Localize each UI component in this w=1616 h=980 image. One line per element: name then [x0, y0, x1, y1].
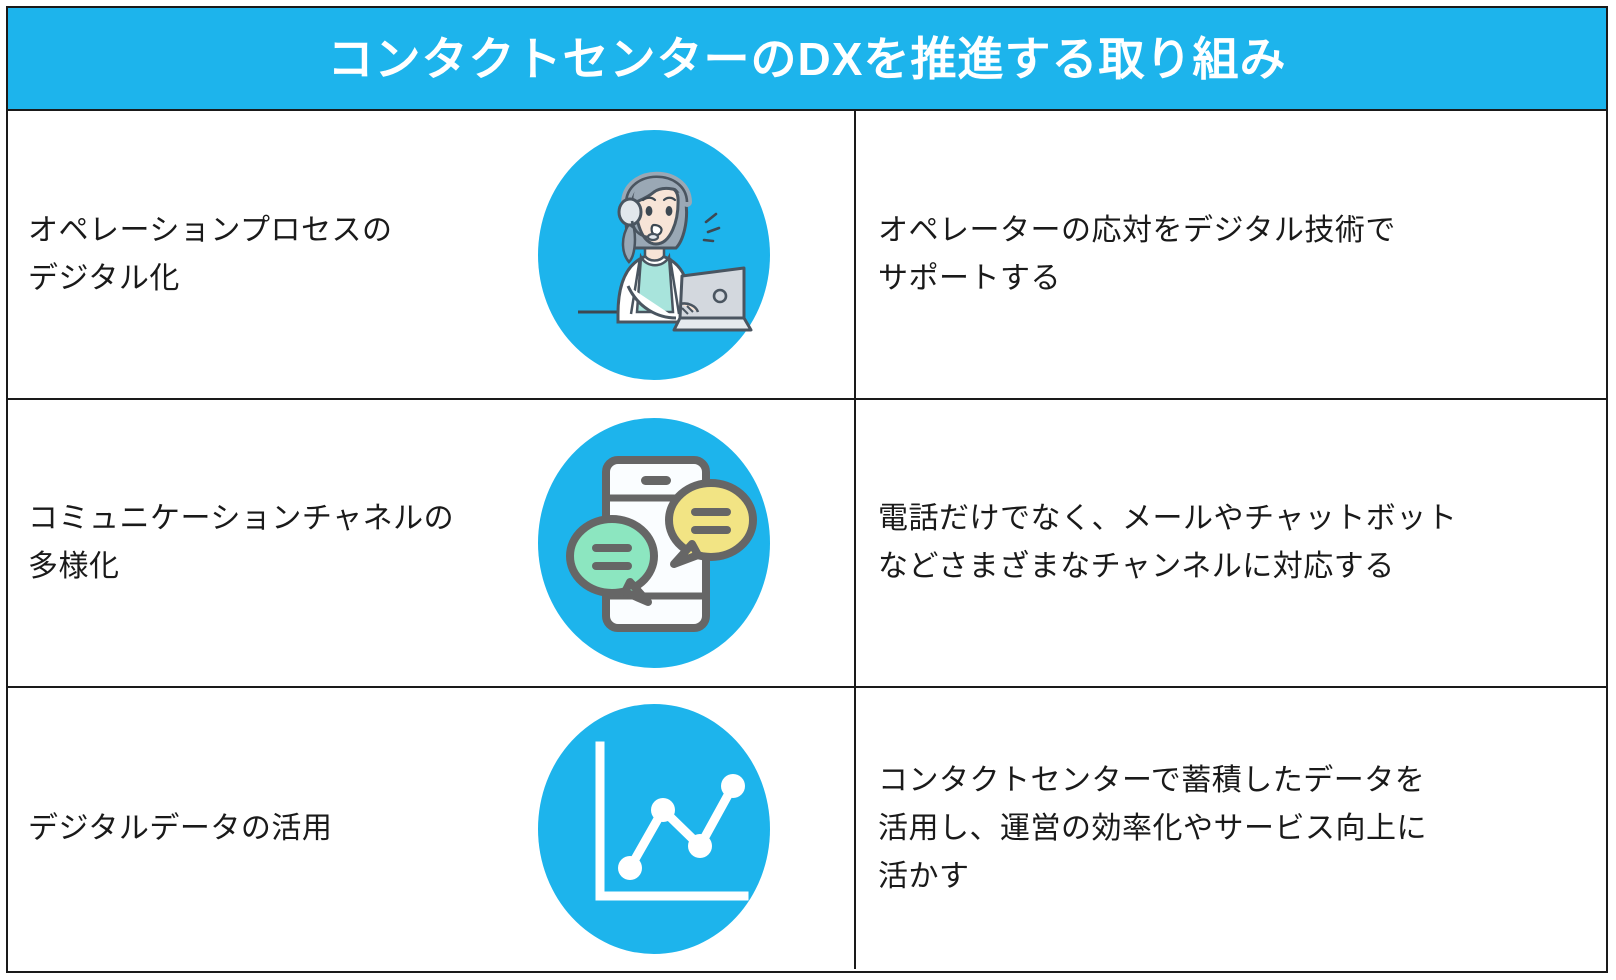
table-row: デジタルデータの活用: [8, 688, 1606, 969]
page-title-band: コンタクトセンターのDXを推進する取り組み: [6, 6, 1608, 111]
line-chart-icon: [530, 700, 778, 958]
row-3-desc-line2: 活用し、運営の効率化やサービス向上に: [878, 811, 1427, 845]
row-2-description-cell: 電話だけでなく、メールやチャットボット などさまざまなチャンネルに対応する: [856, 400, 1606, 686]
row-3-description-cell: コンタクトセンターで蓄積したデータを 活用し、運営の効率化やサービス向上に 活か…: [856, 688, 1606, 969]
row-3-label-cell: デジタルデータの活用: [8, 688, 856, 969]
row-1-label: オペレーションプロセスの デジタル化: [8, 207, 393, 303]
row-1-label-cell: オペレーションプロセスの デジタル化: [8, 111, 856, 398]
row-3-label: デジタルデータの活用: [8, 805, 332, 853]
row-3-desc-line3: 活かす: [878, 859, 970, 893]
row-3-description: コンタクトセンターで蓄積したデータを 活用し、運営の効率化やサービス向上に 活か…: [878, 757, 1427, 901]
row-2-label-cell: コミュニケーションチャネルの 多様化: [8, 400, 856, 686]
row-3-label-line1: デジタルデータの活用: [28, 811, 333, 845]
row-2-desc-line1: 電話だけでなく、メールやチャットボット: [878, 502, 1458, 535]
table-row: コミュニケーションチャネルの 多様化: [8, 400, 1606, 688]
operator-headset-laptop-icon: [530, 126, 778, 384]
row-2-label-line1: コミュニケーションチャネルの: [28, 502, 455, 535]
row-1-label-line2: デジタル化: [28, 261, 180, 295]
row-2-label-line2: 多様化: [28, 550, 120, 583]
row-3-desc-line1: コンタクトセンターで蓄積したデータを: [878, 763, 1426, 797]
page-title: コンタクトセンターのDXを推進する取り組み: [327, 32, 1287, 85]
initiatives-table: オペレーションプロセスの デジタル化: [6, 111, 1608, 973]
row-1-desc-line1: オペレーターの応対をデジタル技術で: [878, 213, 1396, 247]
table-row: オペレーションプロセスの デジタル化: [8, 111, 1606, 400]
row-2-desc-line2: などさまざまなチャンネルに対応する: [878, 550, 1395, 583]
row-2-label: コミュニケーションチャネルの 多様化: [8, 495, 454, 591]
row-1-description-cell: オペレーターの応対をデジタル技術で サポートする: [856, 111, 1606, 398]
row-1-desc-line2: サポートする: [878, 261, 1061, 295]
row-1-label-line1: オペレーションプロセスの: [28, 213, 393, 247]
row-1-description: オペレーターの応対をデジタル技術で サポートする: [878, 207, 1396, 303]
smartphone-chat-bubbles-icon: [530, 414, 778, 672]
row-2-description: 電話だけでなく、メールやチャットボット などさまざまなチャンネルに対応する: [878, 495, 1457, 591]
